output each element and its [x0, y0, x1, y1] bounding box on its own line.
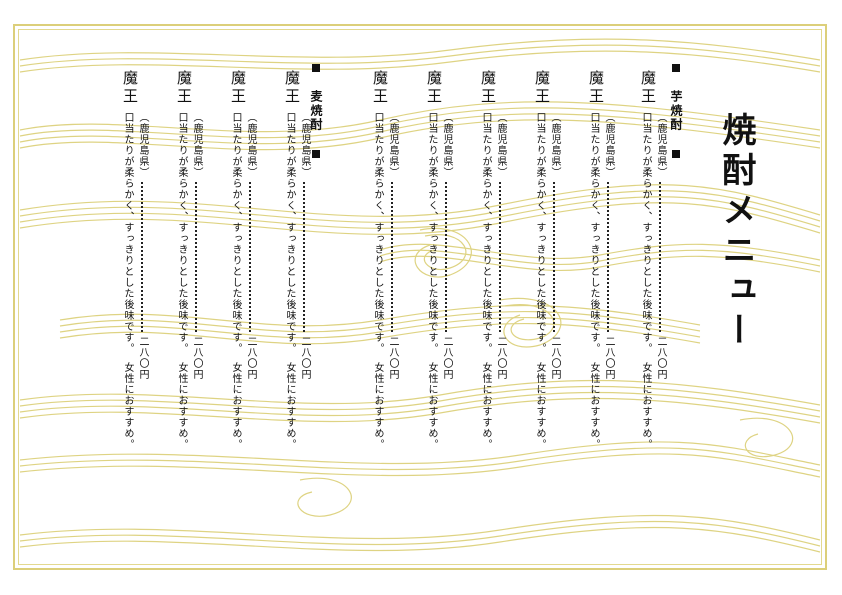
item-name: 魔王 — [175, 70, 193, 106]
menu-title: 焼酎メニュー — [716, 112, 756, 352]
item-name: 魔王 — [639, 70, 657, 106]
inner-frame — [18, 29, 822, 565]
item-desc-line1: 口当たりが柔らかく、すっきりとした後味です。 — [230, 112, 241, 354]
item-price: 二八〇円 — [191, 336, 202, 380]
item-name: 魔王 — [425, 70, 443, 106]
leader-dots — [553, 182, 555, 332]
item-origin: （鹿児島県） — [655, 112, 666, 178]
item-description: 口当たりが柔らかく、すっきりとした後味です。女性におすすめ。 — [268, 112, 296, 450]
item-desc-line2: 女性におすすめ。 — [480, 362, 491, 450]
item-desc-line1: 口当たりが柔らかく、すっきりとした後味です。 — [588, 112, 599, 354]
item-desc-line1: 口当たりが柔らかく、すっきりとした後味です。 — [480, 112, 491, 354]
leader-dots — [249, 182, 251, 332]
item-origin: （鹿児島県） — [495, 112, 506, 178]
item-description: 口当たりが柔らかく、すっきりとした後味です。女性におすすめ。 — [624, 112, 652, 450]
item-desc-line2: 女性におすすめ。 — [372, 362, 383, 450]
item-price: 二八〇円 — [495, 336, 506, 380]
item-desc-line1: 口当たりが柔らかく、すっきりとした後味です。 — [534, 112, 545, 354]
item-desc-line2: 女性におすすめ。 — [230, 362, 241, 450]
item-detail-column: （鹿児島県） 二八〇円 — [374, 112, 402, 380]
section-label: 麦焼酎 — [309, 90, 323, 132]
item-description: 口当たりが柔らかく、すっきりとした後味です。女性におすすめ。 — [464, 112, 492, 450]
item-desc-line1: 口当たりが柔らかく、すっきりとした後味です。 — [426, 112, 437, 354]
item-origin: （鹿児島県） — [137, 112, 148, 178]
section-mugi-shochu: 麦焼酎 — [308, 62, 325, 160]
section-marker-icon — [312, 64, 320, 72]
item-desc-line2: 女性におすすめ。 — [122, 362, 133, 450]
leader-dots — [659, 182, 661, 332]
leader-dots — [391, 182, 393, 332]
item-detail-column: （鹿児島県） 二八〇円 — [590, 112, 618, 380]
item-price: 二八〇円 — [655, 336, 666, 380]
section-marker-icon — [672, 150, 680, 158]
item-origin: （鹿児島県） — [299, 112, 310, 178]
item-price: 二八〇円 — [441, 336, 452, 380]
section-label: 芋焼酎 — [669, 90, 683, 132]
item-origin: （鹿児島県） — [245, 112, 256, 178]
item-name: 魔王 — [121, 70, 139, 106]
section-imo-shochu: 芋焼酎 — [668, 62, 685, 160]
section-marker-icon — [672, 64, 680, 72]
item-name: 魔王 — [533, 70, 551, 106]
item-detail-column: （鹿児島県） 二八〇円 — [124, 112, 152, 380]
item-desc-line2: 女性におすすめ。 — [426, 362, 437, 450]
item-price: 二八〇円 — [549, 336, 560, 380]
item-name: 魔王 — [283, 70, 301, 106]
leader-dots — [303, 182, 305, 332]
item-desc-line2: 女性におすすめ。 — [534, 362, 545, 450]
item-origin: （鹿児島県） — [387, 112, 398, 178]
item-name: 魔王 — [479, 70, 497, 106]
item-description: 口当たりが柔らかく、すっきりとした後味です。女性におすすめ。 — [518, 112, 546, 450]
outer-frame — [13, 24, 827, 570]
item-origin: （鹿児島県） — [441, 112, 452, 178]
item-origin: （鹿児島県） — [603, 112, 614, 178]
item-desc-line2: 女性におすすめ。 — [284, 362, 295, 450]
item-desc-line1: 口当たりが柔らかく、すっきりとした後味です。 — [122, 112, 133, 354]
item-detail-column: （鹿児島県） 二八〇円 — [286, 112, 314, 380]
item-origin: （鹿児島県） — [549, 112, 560, 178]
item-description: 口当たりが柔らかく、すっきりとした後味です。女性におすすめ。 — [160, 112, 188, 450]
leader-dots — [499, 182, 501, 332]
item-description: 口当たりが柔らかく、すっきりとした後味です。女性におすすめ。 — [356, 112, 384, 450]
leader-dots — [607, 182, 609, 332]
item-desc-line1: 口当たりが柔らかく、すっきりとした後味です。 — [640, 112, 651, 354]
item-desc-line2: 女性におすすめ。 — [640, 362, 651, 450]
item-description: 口当たりが柔らかく、すっきりとした後味です。女性におすすめ。 — [214, 112, 242, 450]
item-price: 二八〇円 — [137, 336, 148, 380]
item-detail-column: （鹿児島県） 二八〇円 — [482, 112, 510, 380]
item-description: 口当たりが柔らかく、すっきりとした後味です。女性におすすめ。 — [410, 112, 438, 450]
item-name: 魔王 — [371, 70, 389, 106]
item-detail-column: （鹿児島県） 二八〇円 — [536, 112, 564, 380]
leader-dots — [445, 182, 447, 332]
item-desc-line1: 口当たりが柔らかく、すっきりとした後味です。 — [176, 112, 187, 354]
item-origin: （鹿児島県） — [191, 112, 202, 178]
item-desc-line1: 口当たりが柔らかく、すっきりとした後味です。 — [284, 112, 295, 354]
item-detail-column: （鹿児島県） 二八〇円 — [428, 112, 456, 380]
item-detail-column: （鹿児島県） 二八〇円 — [642, 112, 670, 380]
item-price: 二八〇円 — [299, 336, 310, 380]
item-description: 口当たりが柔らかく、すっきりとした後味です。女性におすすめ。 — [106, 112, 134, 450]
leader-dots — [195, 182, 197, 332]
item-description: 口当たりが柔らかく、すっきりとした後味です。女性におすすめ。 — [572, 112, 600, 450]
item-desc-line2: 女性におすすめ。 — [176, 362, 187, 450]
item-name: 魔王 — [587, 70, 605, 106]
item-detail-column: （鹿児島県） 二八〇円 — [178, 112, 206, 380]
item-desc-line1: 口当たりが柔らかく、すっきりとした後味です。 — [372, 112, 383, 354]
item-detail-column: （鹿児島県） 二八〇円 — [232, 112, 260, 380]
item-price: 二八〇円 — [603, 336, 614, 380]
section-marker-icon — [312, 150, 320, 158]
item-name: 魔王 — [229, 70, 247, 106]
leader-dots — [141, 182, 143, 332]
item-desc-line2: 女性におすすめ。 — [588, 362, 599, 450]
item-price: 二八〇円 — [387, 336, 398, 380]
item-price: 二八〇円 — [245, 336, 256, 380]
